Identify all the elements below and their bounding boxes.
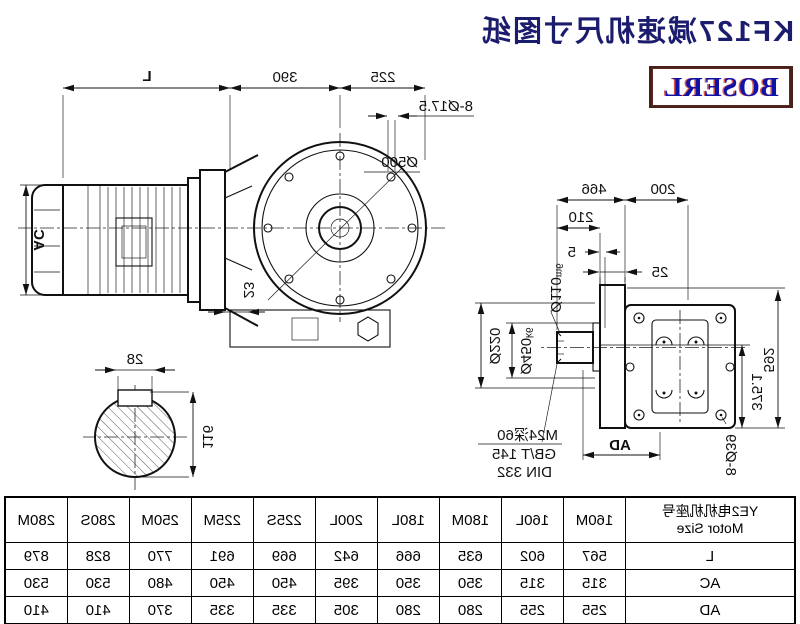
keyway	[117, 389, 153, 407]
flange-bolt-holes	[263, 151, 417, 305]
dim-label-390: 390	[272, 69, 297, 86]
dim-label-210: 210	[568, 209, 593, 226]
dimension-value: 828	[67, 542, 130, 570]
motor-size-header: 180L	[377, 497, 440, 543]
dimension-value: 879	[5, 542, 68, 570]
motor-size-header: 160M	[563, 497, 626, 543]
dimension-value: 305	[315, 596, 378, 624]
motor-flange	[199, 169, 226, 311]
motor-adapter	[187, 177, 201, 303]
motor-body	[62, 184, 189, 296]
motor-size-header: 160L	[501, 497, 564, 543]
dim-label-23: 23	[240, 282, 257, 299]
dimension-value: 530	[67, 569, 130, 597]
dimension-value: 567	[563, 542, 626, 570]
label-flange-holes: 8-Ø17.5	[419, 98, 473, 115]
dim-label-375-1: 375.1	[748, 373, 765, 411]
label-bolt-circle: Ø500	[381, 154, 418, 171]
motor-size-header: 180M	[439, 497, 502, 543]
dim-label-25: 25	[652, 264, 669, 281]
note-gbt: GB/T 145	[492, 446, 556, 463]
dim-label-AD: AD	[609, 437, 631, 454]
row-label: L	[625, 542, 795, 570]
dimension-value: 335	[253, 596, 316, 624]
dimension-value: 602	[501, 542, 564, 570]
dimension-value: 315	[563, 569, 626, 597]
label-housing-holes: 8-Ø39	[722, 434, 739, 476]
note-tapped-hole: M24深60	[497, 427, 558, 444]
motor-size-header: 200L	[315, 497, 378, 543]
front-view: 225 390 L 8-Ø17.5 Ø500 AC 23	[18, 68, 474, 348]
dimension-value: 770	[129, 542, 192, 570]
output-flange	[253, 141, 427, 315]
dimension-value: 410	[5, 596, 68, 624]
dim-label-592: 592	[760, 347, 777, 372]
dimension-value: 370	[129, 596, 192, 624]
dimension-value: 635	[439, 542, 502, 570]
shaft-section	[94, 396, 176, 478]
dim-label-116: 116	[199, 425, 216, 449]
mounting-flange	[599, 284, 626, 429]
section-view: 28 116	[83, 351, 216, 490]
motor-size-header: 280S	[67, 497, 130, 543]
dimension-value: 410	[67, 596, 130, 624]
motor-terminal	[115, 217, 153, 267]
dimension-value: 280	[377, 596, 440, 624]
output-shaft	[556, 331, 594, 364]
dimension-value: 669	[253, 542, 316, 570]
bearing-caps	[655, 336, 705, 399]
technical-drawing: 225 390 L 8-Ø17.5 Ø500 AC 23	[18, 68, 785, 490]
dim-label-5: 5	[568, 244, 576, 261]
dimension-value: 255	[501, 596, 564, 624]
dim-label-dia450: Ø450k6	[517, 327, 534, 375]
dimension-value: 255	[563, 596, 626, 624]
dimension-value: 642	[315, 542, 378, 570]
motor-size-header: 225S	[253, 497, 316, 543]
gearbox-base	[229, 309, 391, 348]
dimension-value: 280	[439, 596, 502, 624]
note-din: DIN 332	[497, 464, 552, 481]
side-view: 200 466 210 5 25 Ø220	[475, 181, 785, 481]
motor-size-header: 280M	[5, 497, 68, 543]
dimension-value: 450	[253, 569, 316, 597]
dimension-value: 350	[439, 569, 502, 597]
dim-label-dia110: Ø110m6	[547, 263, 564, 313]
dim-label-225: 225	[370, 69, 395, 86]
row-label: AD	[625, 596, 795, 624]
dim-label-L: L	[142, 68, 151, 85]
dimension-value: 691	[191, 542, 254, 570]
motor-fins	[87, 185, 181, 295]
dimension-value: 335	[191, 596, 254, 624]
dimension-value: 395	[315, 569, 378, 597]
dimension-value: 350	[377, 569, 440, 597]
dim-label-200: 200	[650, 181, 675, 198]
dimension-value: 450	[191, 569, 254, 597]
dim-label-28: 28	[127, 351, 144, 368]
dim-label-dia220: Ø220	[486, 328, 503, 365]
motor-size-header: 225M	[191, 497, 254, 543]
dimension-value: 530	[5, 569, 68, 597]
drain-plug	[357, 316, 379, 342]
row-label: AC	[625, 569, 795, 597]
dimension-value: 666	[377, 542, 440, 570]
dimension-value: 315	[501, 569, 564, 597]
dim-label-AC: AC	[30, 229, 47, 251]
motor-size-header: 250M	[129, 497, 192, 543]
dimension-value: 480	[129, 569, 192, 597]
dim-label-466: 466	[581, 181, 606, 198]
